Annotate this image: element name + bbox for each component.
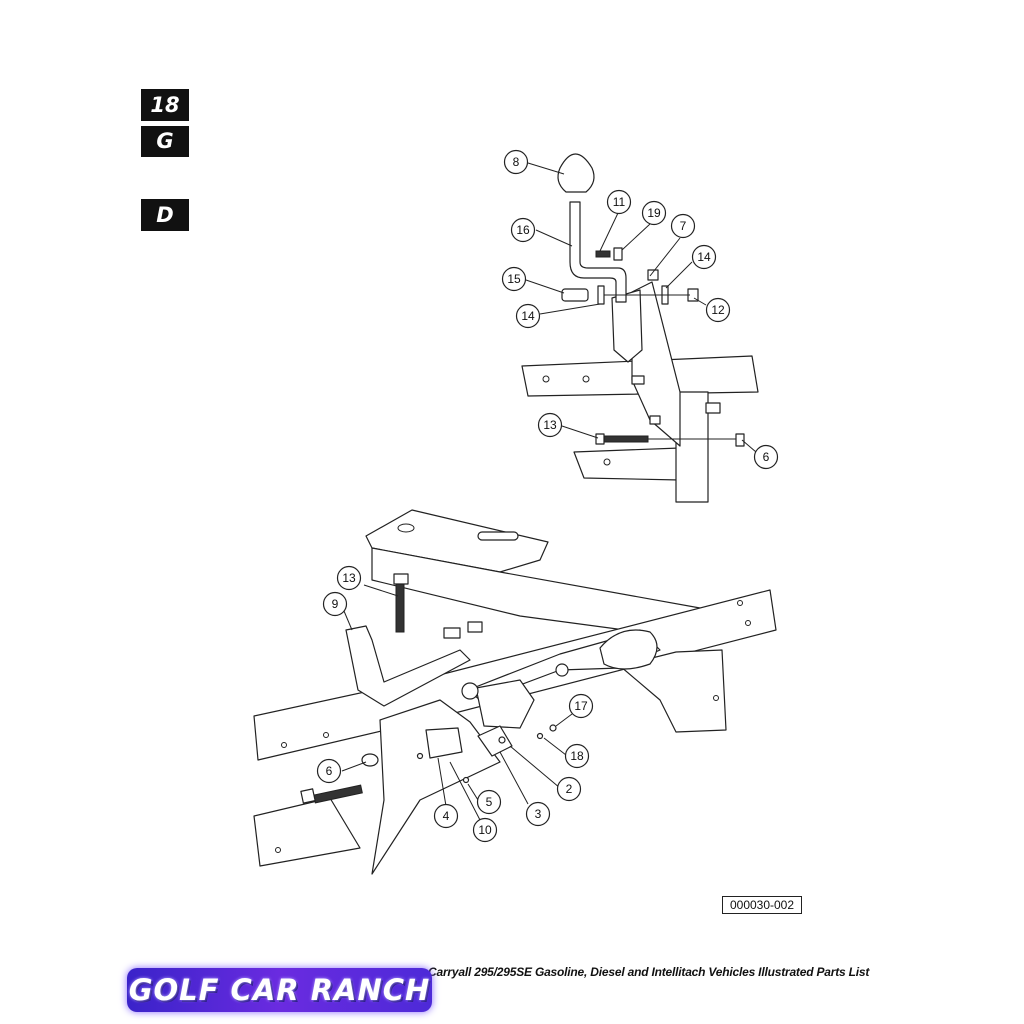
section-letter-g-tab: G — [141, 126, 189, 157]
lower-leaders — [341, 584, 573, 821]
frame-support-right — [619, 649, 727, 733]
bolt-lower-long — [313, 784, 363, 804]
callout-11: 11 — [606, 189, 632, 215]
callout-19: 19 — [641, 200, 667, 226]
callout-6-upper: 6 — [753, 444, 779, 470]
section-number-tab: 18 — [141, 89, 189, 121]
svg-text:7: 7 — [680, 219, 687, 233]
shift-lever-rod — [569, 201, 627, 303]
bolt-13-upper — [603, 435, 649, 443]
callout-13-upper: 13 — [537, 412, 563, 438]
svg-text:17: 17 — [574, 699, 588, 713]
callout-10: 10 — [472, 817, 498, 843]
callout-18: 18 — [564, 743, 590, 769]
pivot-pin-15 — [561, 288, 589, 302]
switch-plate-3 — [477, 725, 513, 757]
svg-text:14: 14 — [697, 250, 711, 264]
nut-6-upper — [735, 433, 745, 447]
shift-knob — [557, 153, 595, 193]
svg-text:6: 6 — [326, 764, 333, 778]
svg-text:4: 4 — [443, 809, 450, 823]
svg-text:13: 13 — [342, 571, 356, 585]
svg-text:5: 5 — [486, 795, 493, 809]
nut-6-lower — [361, 753, 379, 767]
footer-title: Carryall 295/295SE Gasoline, Diesel and … — [428, 965, 870, 979]
figure-code-label: 000030-002 — [722, 896, 802, 914]
screw-5 — [462, 776, 470, 784]
svg-text:10: 10 — [478, 823, 492, 837]
nut-17 — [549, 724, 557, 732]
callout-6-lower: 6 — [316, 758, 342, 784]
shift-handle-knob — [599, 629, 658, 670]
svg-text:18: 18 — [570, 749, 584, 763]
callout-12: 12 — [705, 297, 731, 323]
svg-text:3: 3 — [535, 807, 542, 821]
callout-3: 3 — [525, 801, 551, 827]
section-letter-d-tab: D — [141, 199, 189, 231]
frame-rail-lower — [573, 447, 681, 481]
callout-15: 15 — [501, 266, 527, 292]
svg-text:9: 9 — [332, 597, 339, 611]
washer-14-left — [597, 285, 605, 305]
svg-text:12: 12 — [711, 303, 725, 317]
svg-text:16: 16 — [516, 223, 530, 237]
golf-car-ranch-logo: GOLF CAR RANCH — [127, 968, 432, 1012]
callout-2: 2 — [556, 776, 582, 802]
nut-19 — [613, 247, 623, 261]
mount-bracket-plate — [371, 699, 501, 875]
callout-4: 4 — [433, 803, 459, 829]
lower-assembly — [253, 509, 777, 875]
callout-13-lower: 13 — [336, 565, 362, 591]
callout-16: 16 — [510, 217, 536, 243]
logo-text: GOLF CAR RANCH — [128, 973, 431, 1007]
callout-14-left: 14 — [515, 303, 541, 329]
bolt-13-lower — [395, 583, 405, 633]
svg-text:8: 8 — [513, 155, 520, 169]
upper-leaders — [525, 162, 757, 453]
bolt-upper-right — [705, 402, 721, 414]
washer-18 — [536, 732, 544, 740]
vertical-post — [675, 391, 709, 503]
callout-7: 7 — [670, 213, 696, 239]
switch-body-4 — [425, 727, 463, 759]
callout-9: 9 — [322, 591, 348, 617]
support-bracket-9 — [345, 625, 471, 707]
svg-text:15: 15 — [507, 272, 521, 286]
svg-text:14: 14 — [521, 309, 535, 323]
upper-assembly — [521, 153, 759, 503]
callout-5: 5 — [476, 789, 502, 815]
svg-text:13: 13 — [543, 418, 557, 432]
shifter-housing — [475, 679, 535, 729]
svg-text:2: 2 — [566, 782, 573, 796]
shifter-body — [611, 289, 643, 363]
bolt-head-upper — [647, 269, 659, 281]
svg-text:19: 19 — [647, 206, 661, 220]
bolt-11 — [595, 250, 611, 258]
svg-text:6: 6 — [763, 450, 770, 464]
callout-14-right: 14 — [691, 244, 717, 270]
callout-8: 8 — [503, 149, 529, 175]
svg-text:11: 11 — [613, 195, 626, 209]
callout-17: 17 — [568, 693, 594, 719]
frame-rail-lower — [253, 797, 361, 867]
